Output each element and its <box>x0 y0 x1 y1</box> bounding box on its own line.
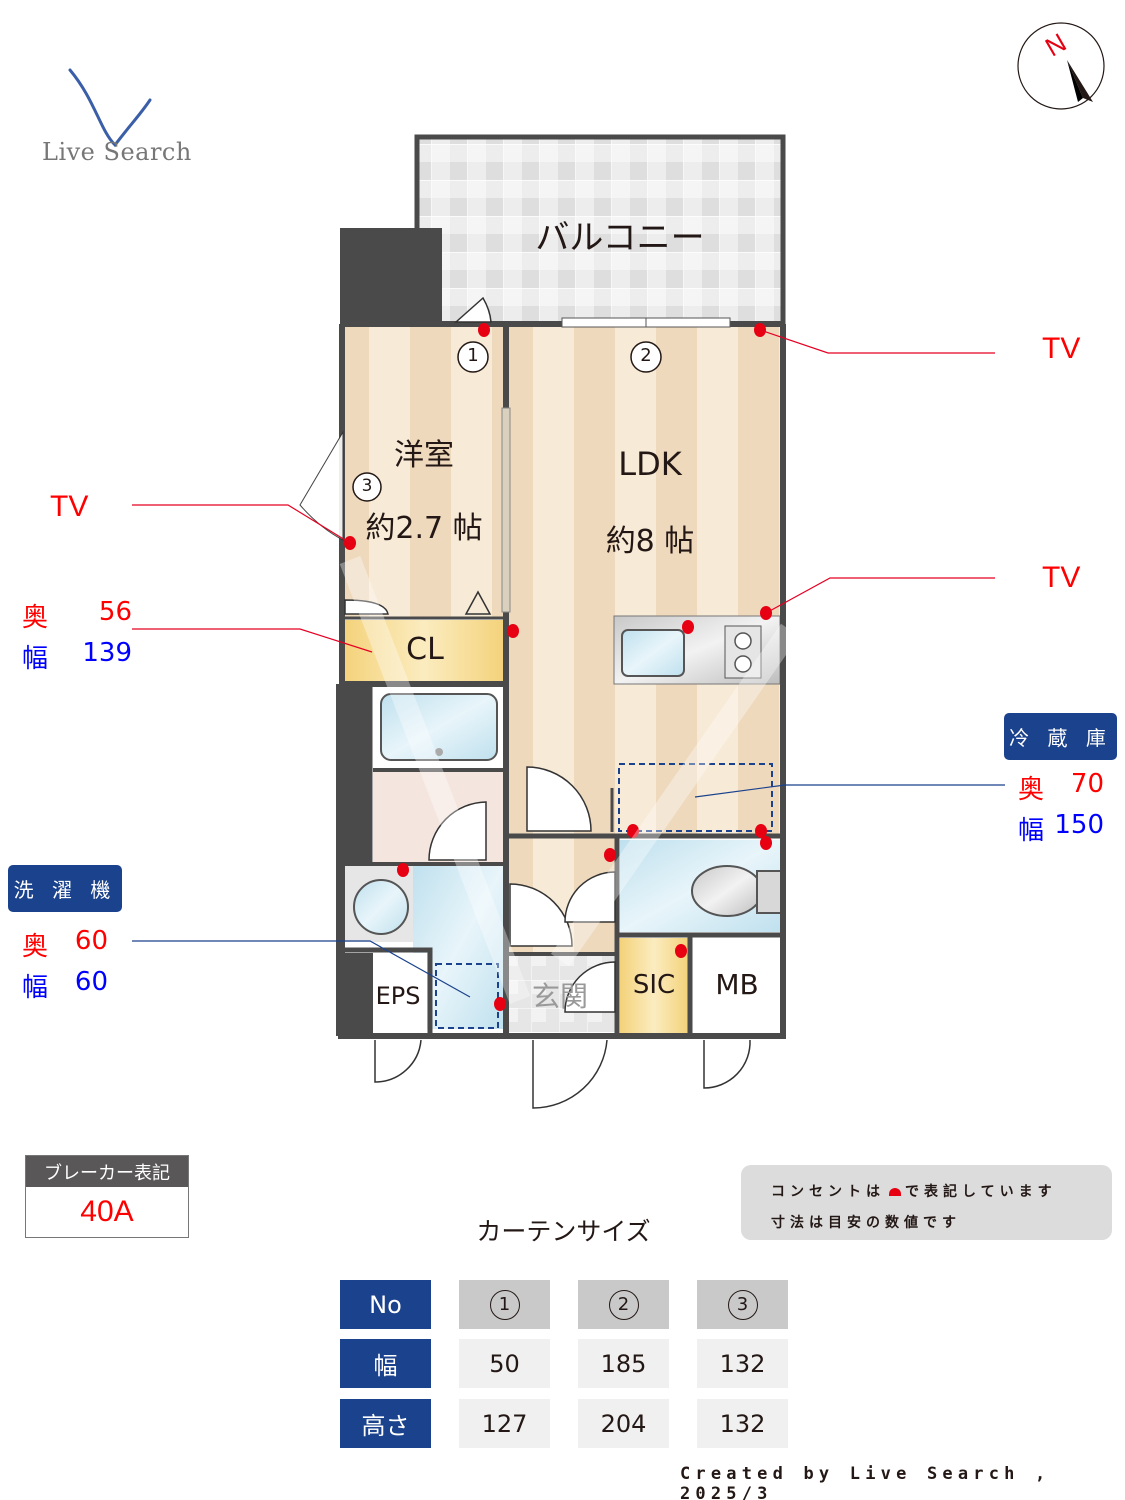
washer-space <box>435 963 499 1029</box>
tv-callout-left: TV <box>50 490 89 523</box>
depth-value: 60 <box>74 926 108 956</box>
tv-callout-top-right: TV <box>1042 332 1081 365</box>
tv-callout-mid-right: TV <box>1042 561 1081 594</box>
floor-plan <box>132 134 1005 1109</box>
curtain-height-1: 127 <box>459 1399 550 1448</box>
note-line2: 寸法は目安の数値です <box>771 1215 961 1231</box>
pipe-shaft <box>340 228 442 324</box>
row-header-width: 幅 <box>340 1339 431 1388</box>
depth-value: 70 <box>1070 769 1104 799</box>
window-marker-3: 3 <box>361 476 373 496</box>
curtain-no-1: 1 <box>459 1280 550 1329</box>
balcony-label: バルコニー <box>535 218 705 258</box>
width-label: 幅 <box>22 973 49 1003</box>
fridge-dimensions: 奥 70 幅 150 <box>1018 769 1104 847</box>
window-markers <box>352 341 662 502</box>
row-header-no: No <box>340 1280 431 1329</box>
mb-label: MB <box>715 968 759 1001</box>
depth-label: 奥 <box>1018 775 1045 805</box>
closet-dimensions: 奥 56 幅 139 <box>22 597 132 675</box>
note-line1-after: で表記しています <box>905 1184 1057 1200</box>
balcony <box>414 134 786 328</box>
bathtub-icon <box>380 693 498 761</box>
fridge-badge: 冷 蔵 庫 <box>1004 713 1117 760</box>
curtain-size-title: カーテンサイズ <box>476 1217 651 1246</box>
outlet-note: コンセントは で表記しています 寸法は目安の数値です <box>741 1165 1112 1240</box>
curtain-height-2: 204 <box>578 1399 669 1448</box>
curtain-height-3: 132 <box>697 1399 788 1448</box>
ldk-name: LDK <box>618 445 682 483</box>
washer-badge: 洗 濯 機 <box>8 865 122 912</box>
breaker-value: 40A <box>26 1187 188 1237</box>
eps-label: EPS <box>375 982 421 1010</box>
kitchen-counter <box>613 615 781 685</box>
window-marker-1: 1 <box>467 345 479 366</box>
width-value: 150 <box>1054 810 1104 840</box>
compass: N <box>1017 22 1105 110</box>
curtain-no-3: 3 <box>697 1280 788 1329</box>
footer-credit: Created by Live Search , 2025/3 <box>680 1464 1051 1500</box>
width-value: 139 <box>82 638 132 668</box>
row-header-height: 高さ <box>340 1399 431 1448</box>
entrance-label: 玄関 <box>531 980 588 1013</box>
curtain-width-2: 185 <box>578 1339 669 1388</box>
sliding-door <box>501 407 511 613</box>
western-room-name: 洋室 <box>394 438 454 473</box>
curtain-no-2: 2 <box>578 1280 669 1329</box>
depth-label: 奥 <box>22 932 49 962</box>
window-marker-2: 2 <box>640 345 652 366</box>
width-label: 幅 <box>1018 816 1045 846</box>
logo <box>40 60 200 170</box>
meter-box <box>692 938 782 1034</box>
ldk-floor <box>509 324 781 836</box>
curtain-width-3: 132 <box>697 1339 788 1388</box>
breaker-label: ブレーカー表記 <box>26 1156 188 1187</box>
width-label: 幅 <box>22 644 49 674</box>
width-value: 60 <box>74 967 108 997</box>
western-room-size: 約2.7 帖 <box>365 511 483 546</box>
depth-value: 56 <box>98 597 132 627</box>
note-line1-before: コンセントは <box>771 1184 885 1200</box>
curtain-width-1: 50 <box>459 1339 550 1388</box>
sic-label: SIC <box>632 970 676 1000</box>
outlet-mark-icon <box>889 1188 901 1196</box>
washer-dimensions: 奥 60 幅 60 <box>22 926 108 1004</box>
logo-v-icon <box>68 68 152 148</box>
ldk-size: 約8 帖 <box>605 524 695 559</box>
wash-basin-icon <box>353 879 409 935</box>
toilet-icon <box>691 865 763 917</box>
western-room-floor <box>343 324 505 618</box>
outlets <box>344 323 772 1011</box>
compass-north-arrow-icon: N <box>1017 22 1105 110</box>
breaker-box: ブレーカー表記 40A <box>25 1155 189 1238</box>
sink-icon <box>621 629 685 677</box>
depth-label: 奥 <box>22 603 49 633</box>
closet-label: CL <box>406 632 444 667</box>
logo-text: Live Search <box>42 138 192 166</box>
